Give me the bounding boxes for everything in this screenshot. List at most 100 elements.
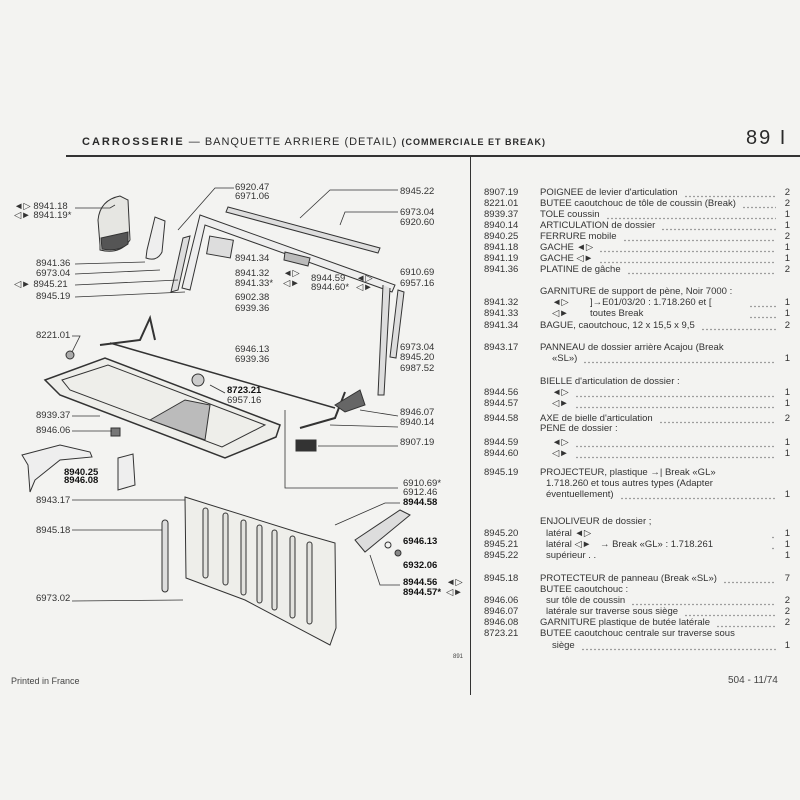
diagram-label: 8941.33* <box>235 278 274 289</box>
part-description: GARNITURE de support de pène, Noir 7000 … <box>540 286 733 297</box>
part-description: BUTEE caoutchouc centrale sur traverse s… <box>540 628 735 639</box>
part-ref: 8941.32 <box>484 297 519 308</box>
leader-dots <box>622 231 776 242</box>
diagram-label: 6971.06 <box>235 191 270 202</box>
parts-row: 8944.60◁►1 <box>484 448 790 459</box>
leader-dots <box>574 398 776 409</box>
leader-dots <box>748 297 776 308</box>
parts-row: ENJOLIVEUR de dossier ; <box>484 516 790 527</box>
part-description: sur tôle de coussin <box>546 595 626 606</box>
part-description: GACHE ◁► <box>540 253 594 264</box>
leader-dots <box>771 539 776 550</box>
part-description: BUTEE caoutchouc de tôle de coussin (Bre… <box>540 198 736 209</box>
page-number: 89 I <box>746 127 788 149</box>
part-quantity: 1 <box>784 437 790 448</box>
part-quantity: 7 <box>784 573 790 584</box>
articulation-right <box>299 391 346 429</box>
diagram-label: 8221.01 <box>36 330 71 341</box>
part-quantity: 1 <box>784 398 790 409</box>
diagram-label: 6957.16 <box>227 395 262 406</box>
part-description: latérale sur traverse sous siège <box>546 606 679 617</box>
part-description: FERRURE mobile <box>540 231 617 242</box>
exploded-diagram <box>21 187 411 646</box>
part-ref: 8944.57 <box>484 398 519 409</box>
part-quantity: 2 <box>784 413 790 424</box>
part-quantity <box>782 584 790 595</box>
part-ref: 8945.19 <box>484 467 519 478</box>
hinge-rod <box>109 342 336 409</box>
ferrure-mobile <box>21 444 93 493</box>
enjoliveur-note: → Break «GL» : 1.718.261 <box>600 539 714 550</box>
part-quantity <box>782 423 790 434</box>
diagram-label: 6987.52 <box>400 363 435 374</box>
part-ref: 8945.22 <box>484 550 519 561</box>
column-divider <box>470 157 471 695</box>
leader-dots <box>748 308 776 319</box>
part-description: supérieur . . <box>546 550 597 561</box>
diagram-label: ◄▷ 8941.18 <box>14 201 68 212</box>
gache-hatch <box>100 231 129 251</box>
part-quantity <box>782 628 790 639</box>
seat-hump <box>148 399 211 441</box>
part-description: latéral ◁► <box>546 539 592 550</box>
part-ref <box>484 353 540 364</box>
leader-dots <box>716 617 776 628</box>
part-quantity <box>782 467 790 478</box>
leader-dots <box>741 198 776 209</box>
part-description: «SL») <box>552 353 578 364</box>
part-description: latéral ◄▷ <box>546 528 592 539</box>
part-description: éventuellement) <box>546 489 614 500</box>
leader-dots <box>722 573 776 584</box>
diagram-label: 6912.46 <box>403 487 438 498</box>
part-quantity: 2 <box>784 595 790 606</box>
part-quantity: 1 <box>784 550 791 561</box>
part-ref: 8939.37 <box>484 209 519 220</box>
leader-dots <box>658 413 776 424</box>
diagram-label: 6946.13 <box>235 344 270 355</box>
diagram-label: 8939.37 <box>36 410 71 421</box>
leader-dots <box>580 640 776 651</box>
part-ref <box>484 516 540 527</box>
part-description: ◁► <box>552 308 569 319</box>
articulation-left <box>99 314 156 346</box>
part-description: ◄▷ <box>552 437 569 448</box>
parts-row: PENE de dossier : <box>484 423 790 434</box>
diagram-label: 8940.25 <box>64 467 99 478</box>
part-ref: 8941.34 <box>484 320 519 331</box>
part-quantity: 1 <box>784 308 790 319</box>
enjoliveur-superieur <box>225 206 381 254</box>
part-ref: 8940.25 <box>484 231 519 242</box>
part-quantity <box>782 342 790 353</box>
diagram-label: 6973.02 <box>36 593 71 604</box>
garniture-note-2: toutes Break <box>590 308 644 319</box>
part-description: TOLE coussin <box>540 209 600 220</box>
leader-dots <box>583 353 776 364</box>
parts-row: «SL»)1 <box>484 353 790 364</box>
leader-dots <box>574 437 776 448</box>
part-description: BAGUE, caoutchouc, 12 x 15,5 x 9,5 <box>540 320 695 331</box>
diagram-label: 8723.21 <box>227 385 262 396</box>
panel-slots <box>202 507 313 625</box>
diagram-label: 8944.57* <box>403 587 442 598</box>
page-title: CARROSSERIE — BANQUETTE ARRIERE (DETAIL)… <box>82 136 546 148</box>
part-description: siège <box>552 640 575 651</box>
part-description: PLATINE de gâche <box>540 264 621 275</box>
seat-tray <box>43 357 281 459</box>
part-ref: 8940.14 <box>484 220 519 231</box>
part-ref: 8945.20 <box>484 528 519 539</box>
part-quantity: 1 <box>784 297 790 308</box>
plate-ref: 891 <box>453 654 464 660</box>
leader-dots <box>605 209 776 220</box>
diagram-label: 6910.69 <box>400 267 435 278</box>
printed-in: Printed in France <box>11 676 80 686</box>
butee-coussin <box>110 427 121 437</box>
part-ref: 8944.60 <box>484 448 519 459</box>
edition: 504 - 11/74 <box>728 675 778 686</box>
